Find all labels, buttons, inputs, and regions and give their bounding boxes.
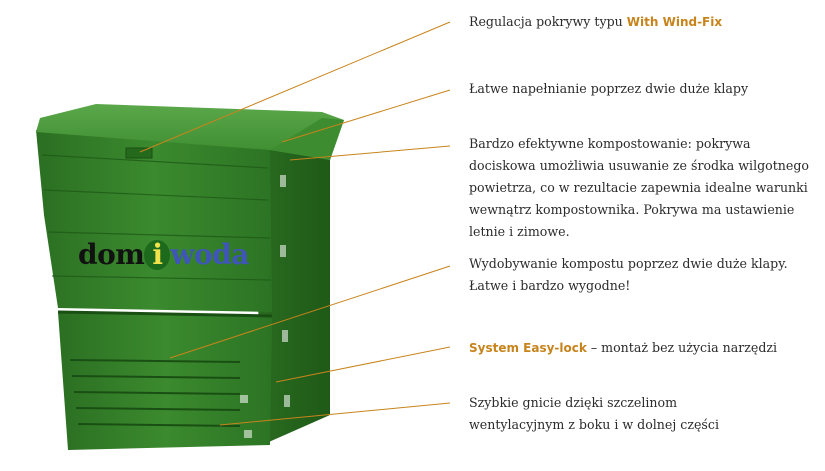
- feature-filling: Łatwe napełnianie poprzez dwie duże klap…: [469, 81, 749, 96]
- feature-composting: Bardzo efektywne kompostowanie: pokrywa …: [469, 136, 810, 239]
- logo-part-woda: woda: [170, 238, 249, 271]
- bin-vents: [69, 359, 241, 427]
- bin-side-panel: [255, 145, 330, 445]
- leader-lines: [139, 21, 451, 426]
- logo-part-i: i: [144, 240, 171, 270]
- bin-clips: [240, 175, 290, 438]
- feature-easy-lock: System Easy-lock – montaż bez użycia nar…: [469, 340, 778, 355]
- bin-front-upper: [36, 130, 272, 312]
- feature-ventilation: Szybkie gnicie dzięki szczelinom wentyla…: [469, 395, 719, 432]
- feature-extraction: Wydobywanie kompostu poprzez dwie duże k…: [469, 256, 788, 293]
- bin-front-lower: [58, 312, 272, 450]
- bin-lid: [36, 104, 344, 160]
- bin-body: [36, 104, 344, 450]
- feature-wind-fix: Regulacja pokrywy typu With Wind-Fix: [469, 14, 723, 29]
- logo-part-dom: dom: [78, 238, 145, 271]
- bin-ribs: [41, 154, 272, 281]
